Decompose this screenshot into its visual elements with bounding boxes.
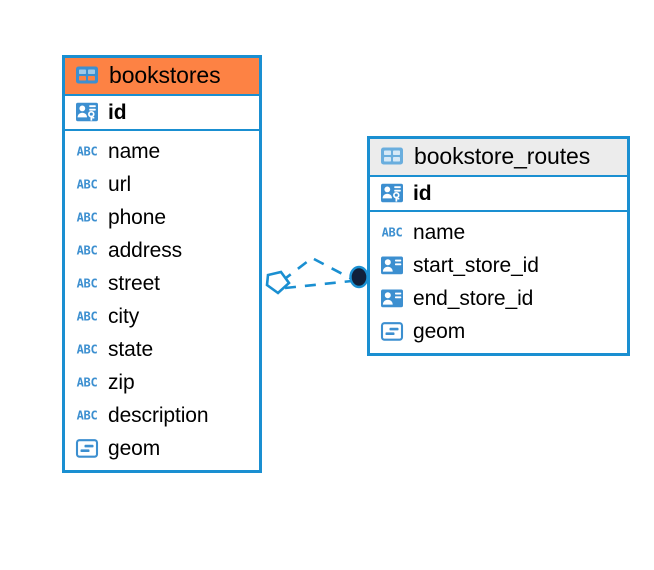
- svg-text:ABC: ABC: [77, 211, 98, 225]
- field-label: end_store_id: [413, 286, 534, 310]
- geometry-icon: [379, 319, 405, 343]
- field-label-id: id: [413, 181, 432, 205]
- field-row[interactable]: ABC zip: [65, 366, 259, 399]
- field-row-id[interactable]: id: [370, 177, 627, 210]
- svg-text:ABC: ABC: [77, 310, 98, 324]
- entity-title-bookstores: bookstores: [109, 62, 221, 88]
- field-label: zip: [108, 370, 135, 394]
- table-icon: [379, 144, 405, 168]
- field-label: url: [108, 172, 132, 196]
- field-row[interactable]: ABC name: [65, 135, 259, 168]
- entity-header-bookstores[interactable]: bookstores: [65, 58, 259, 94]
- svg-text:ABC: ABC: [382, 226, 403, 240]
- field-row[interactable]: ABC address: [65, 234, 259, 267]
- abc-text-icon: ABC: [379, 220, 405, 244]
- geometry-icon: [74, 436, 100, 460]
- primary-key-icon: [74, 100, 100, 124]
- field-row[interactable]: start_store_id: [370, 249, 627, 282]
- field-row[interactable]: ABC state: [65, 333, 259, 366]
- svg-text:ABC: ABC: [77, 244, 98, 258]
- abc-text-icon: ABC: [74, 139, 100, 163]
- svg-text:ABC: ABC: [77, 376, 98, 390]
- abc-text-icon: ABC: [74, 271, 100, 295]
- field-label: state: [108, 337, 154, 361]
- entity-bookstore-routes[interactable]: bookstore_routes id: [367, 136, 630, 356]
- primary-key-section-bookstores: id: [65, 93, 259, 131]
- field-label-id: id: [108, 100, 127, 124]
- foreign-key-icon: [379, 286, 405, 310]
- relationship-line-upper: [281, 256, 353, 283]
- field-label: city: [108, 304, 140, 328]
- field-row[interactable]: end_store_id: [370, 282, 627, 315]
- field-row[interactable]: geom: [65, 432, 259, 465]
- field-row[interactable]: ABC name: [370, 216, 627, 249]
- field-row[interactable]: ABC street: [65, 267, 259, 300]
- abc-text-icon: ABC: [74, 304, 100, 328]
- svg-text:ABC: ABC: [77, 277, 98, 291]
- table-icon: [74, 63, 100, 87]
- field-label: start_store_id: [413, 253, 539, 277]
- field-row[interactable]: ABC phone: [65, 201, 259, 234]
- svg-text:ABC: ABC: [77, 343, 98, 357]
- abc-text-icon: ABC: [74, 337, 100, 361]
- abc-text-icon: ABC: [74, 205, 100, 229]
- abc-text-icon: ABC: [74, 370, 100, 394]
- field-label: geom: [108, 436, 161, 460]
- field-row-id[interactable]: id: [65, 96, 259, 129]
- field-row[interactable]: ABC description: [65, 399, 259, 432]
- foreign-key-icon: [379, 253, 405, 277]
- primary-key-icon: [379, 181, 405, 205]
- diamond-marker: [265, 270, 291, 295]
- entity-title-bookstore-routes: bookstore_routes: [414, 143, 591, 169]
- primary-key-section-bookstore-routes: id: [370, 174, 627, 212]
- field-row[interactable]: ABC url: [65, 168, 259, 201]
- entity-bookstores[interactable]: bookstores id: [62, 55, 262, 473]
- field-label: name: [108, 139, 161, 163]
- abc-text-icon: ABC: [74, 172, 100, 196]
- field-label: address: [108, 238, 183, 262]
- field-label: phone: [108, 205, 166, 229]
- field-label: street: [108, 271, 160, 295]
- filled-circle-marker: [349, 265, 369, 289]
- svg-text:ABC: ABC: [77, 145, 98, 159]
- svg-text:ABC: ABC: [77, 409, 98, 423]
- field-label: name: [413, 220, 466, 244]
- field-label: description: [108, 403, 209, 427]
- field-row[interactable]: ABC city: [65, 300, 259, 333]
- entity-header-bookstore-routes[interactable]: bookstore_routes: [370, 139, 627, 175]
- field-row[interactable]: geom: [370, 315, 627, 348]
- svg-text:ABC: ABC: [77, 178, 98, 192]
- relationship-line-lower: [284, 279, 353, 290]
- field-label: geom: [413, 319, 466, 343]
- abc-text-icon: ABC: [74, 238, 100, 262]
- abc-text-icon: ABC: [74, 403, 100, 427]
